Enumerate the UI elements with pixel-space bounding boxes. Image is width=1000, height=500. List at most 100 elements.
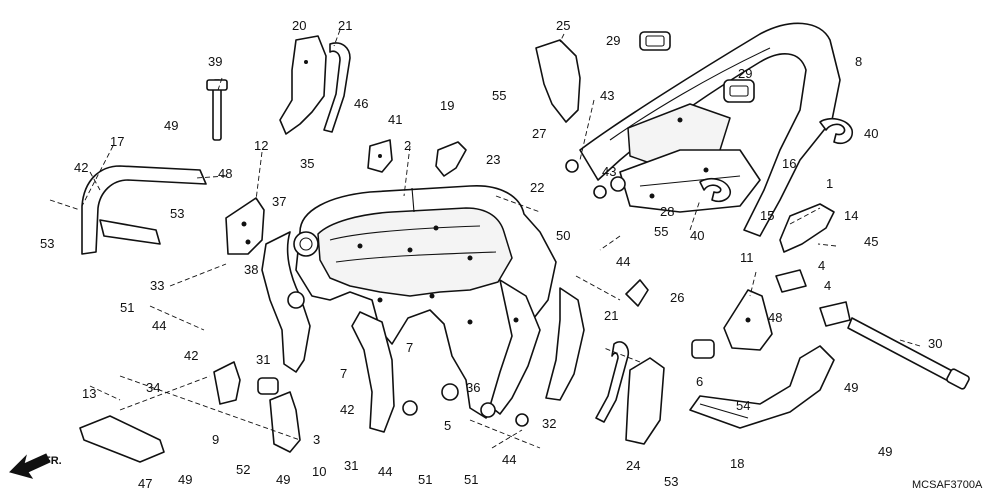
bracket-11[interactable] bbox=[723, 289, 773, 351]
callout-29: 29 bbox=[738, 66, 752, 81]
callout-23: 23 bbox=[486, 152, 500, 167]
callout-26: 26 bbox=[670, 290, 684, 305]
callout-50: 50 bbox=[556, 228, 570, 243]
callout-5: 5 bbox=[444, 418, 451, 433]
callout-55: 55 bbox=[654, 224, 668, 239]
callout-44: 44 bbox=[502, 452, 516, 467]
rubber-29-lower[interactable] bbox=[723, 79, 755, 103]
pipe-18[interactable] bbox=[689, 345, 835, 429]
callout-36: 36 bbox=[466, 380, 480, 395]
bracket-25[interactable] bbox=[535, 39, 581, 123]
callout-44: 44 bbox=[616, 254, 630, 269]
callout-43: 43 bbox=[602, 164, 616, 179]
clip-40-right[interactable] bbox=[819, 117, 854, 145]
callout-4: 4 bbox=[818, 258, 825, 273]
callout-42: 42 bbox=[74, 160, 88, 175]
callout-19: 19 bbox=[440, 98, 454, 113]
callout-49: 49 bbox=[878, 444, 892, 459]
callout-21: 21 bbox=[338, 18, 352, 33]
callout-6: 6 bbox=[696, 374, 703, 389]
strap-21-upper[interactable] bbox=[323, 42, 351, 133]
leader-lines bbox=[49, 29, 921, 449]
callout-16: 16 bbox=[782, 156, 796, 171]
bracket-9[interactable] bbox=[213, 361, 241, 405]
collar-31[interactable] bbox=[257, 377, 279, 395]
callout-40: 40 bbox=[690, 228, 704, 243]
callout-41: 41 bbox=[388, 112, 402, 127]
bracket-10[interactable] bbox=[269, 391, 301, 453]
callout-27: 27 bbox=[532, 126, 546, 141]
strap-21-lower[interactable] bbox=[595, 341, 630, 423]
callout-53: 53 bbox=[170, 206, 184, 221]
callout-44: 44 bbox=[152, 318, 166, 333]
callout-51: 51 bbox=[120, 300, 134, 315]
callout-21: 21 bbox=[604, 308, 618, 323]
callout-44: 44 bbox=[378, 464, 392, 479]
callout-43: 43 bbox=[600, 88, 614, 103]
callout-labels: 2 3 4 4 5 6 7 7 8 9 10 11 12 13 14 15 16… bbox=[40, 18, 942, 491]
arrow-left-icon bbox=[9, 453, 51, 479]
callout-18: 18 bbox=[730, 456, 744, 471]
rear-subframe[interactable] bbox=[565, 22, 841, 237]
callout-12: 12 bbox=[254, 138, 268, 153]
diagram-code: MCSAF3700A bbox=[912, 479, 983, 491]
callout-42: 42 bbox=[184, 348, 198, 363]
callout-4: 4 bbox=[824, 278, 831, 293]
callout-32: 32 bbox=[542, 416, 556, 431]
bracket-20[interactable] bbox=[279, 35, 327, 135]
bolt-4-lower[interactable] bbox=[819, 301, 851, 327]
rod-30[interactable] bbox=[847, 317, 970, 390]
callout-40: 40 bbox=[864, 126, 878, 141]
plate-13[interactable] bbox=[79, 415, 165, 463]
callout-31: 31 bbox=[256, 352, 270, 367]
callout-49: 49 bbox=[276, 472, 290, 487]
callout-48: 48 bbox=[768, 310, 782, 325]
callout-34: 34 bbox=[146, 380, 160, 395]
callout-30: 30 bbox=[928, 336, 942, 351]
callout-7: 7 bbox=[406, 340, 413, 355]
callout-1: 1 bbox=[826, 176, 833, 191]
cover-24[interactable] bbox=[625, 357, 665, 445]
main-frame-body[interactable] bbox=[261, 185, 585, 433]
bracket-14[interactable] bbox=[779, 203, 835, 253]
tie-rod-39[interactable] bbox=[206, 79, 228, 141]
bolt-4-right[interactable] bbox=[775, 269, 807, 293]
direction-label: FR. bbox=[44, 455, 62, 467]
rubber-29-upper[interactable] bbox=[639, 31, 671, 51]
rubber-6[interactable] bbox=[691, 339, 715, 359]
bracket-12[interactable] bbox=[225, 197, 265, 255]
callout-31: 31 bbox=[344, 458, 358, 473]
callout-29: 29 bbox=[606, 33, 620, 48]
callout-49: 49 bbox=[844, 380, 858, 395]
callout-53: 53 bbox=[40, 236, 54, 251]
callout-46: 46 bbox=[354, 96, 368, 111]
clip-40-center[interactable] bbox=[699, 177, 732, 203]
callout-8: 8 bbox=[855, 54, 862, 69]
callout-3: 3 bbox=[313, 432, 320, 447]
bracket-41[interactable] bbox=[367, 139, 393, 173]
callout-13: 13 bbox=[82, 386, 96, 401]
callout-33: 33 bbox=[150, 278, 164, 293]
callout-54: 54 bbox=[736, 398, 750, 413]
callout-11: 11 bbox=[740, 250, 754, 265]
callout-10: 10 bbox=[312, 464, 326, 479]
callout-53: 53 bbox=[664, 474, 678, 489]
callout-55: 55 bbox=[492, 88, 506, 103]
callout-48: 48 bbox=[218, 166, 232, 181]
callout-42: 42 bbox=[340, 402, 354, 417]
callout-51: 51 bbox=[464, 472, 478, 487]
callout-2: 2 bbox=[404, 138, 411, 153]
callout-45: 45 bbox=[864, 234, 878, 249]
callout-38: 38 bbox=[244, 262, 258, 277]
callout-47: 47 bbox=[138, 476, 152, 491]
pipe-17[interactable] bbox=[81, 165, 207, 255]
callout-28: 28 bbox=[660, 204, 674, 219]
callout-14: 14 bbox=[844, 208, 858, 223]
bracket-26[interactable] bbox=[625, 279, 649, 307]
callout-39: 39 bbox=[208, 54, 222, 69]
callout-20: 20 bbox=[292, 18, 306, 33]
bracket-19[interactable] bbox=[435, 141, 467, 177]
front-direction-arrow: FR. bbox=[9, 453, 62, 479]
callout-49: 49 bbox=[164, 118, 178, 133]
